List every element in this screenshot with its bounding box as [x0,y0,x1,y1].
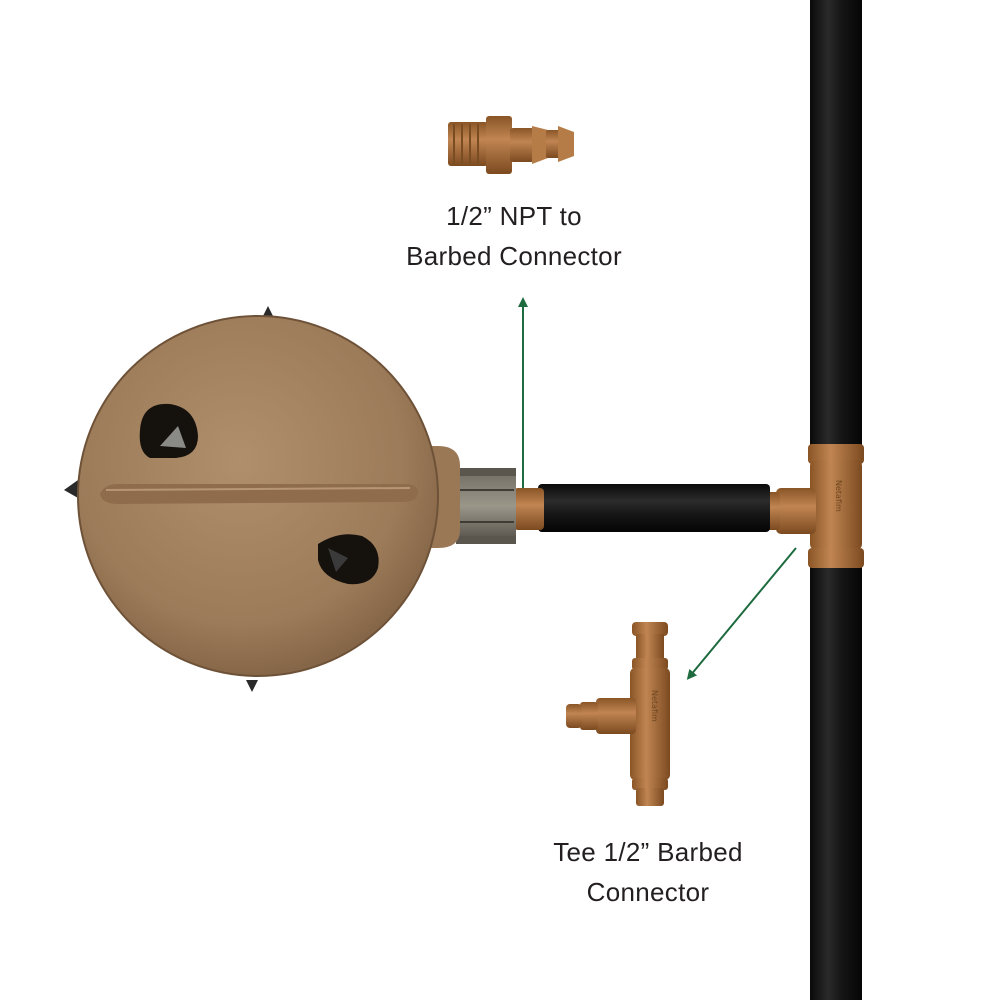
svg-text:Netafim: Netafim [650,690,659,722]
npt-connector-caption: 1/2” NPT to Barbed Connector [364,196,664,276]
installed-tee-fitting: Netafim [766,444,864,568]
tee-caption-line1: Tee 1/2” Barbed [553,837,743,867]
emitter-head [64,306,460,692]
vertical-tubing [810,0,862,1000]
tee-connector-caption: Tee 1/2” Barbed Connector [498,832,798,912]
npt-caption-line1: 1/2” NPT to [446,201,582,231]
pointer-arrows [518,297,797,680]
installed-npt-connector [514,488,544,530]
npt-connector-product [448,116,574,174]
arrow-to-tee-product [686,547,797,680]
npt-caption-line2: Barbed Connector [406,241,622,271]
tee-connector-product: Netafim [566,622,670,806]
svg-text:Netafim: Netafim [834,480,843,512]
horizontal-tubing [538,484,770,532]
tee-caption-line2: Connector [586,877,710,907]
hex-adapter [456,468,516,544]
